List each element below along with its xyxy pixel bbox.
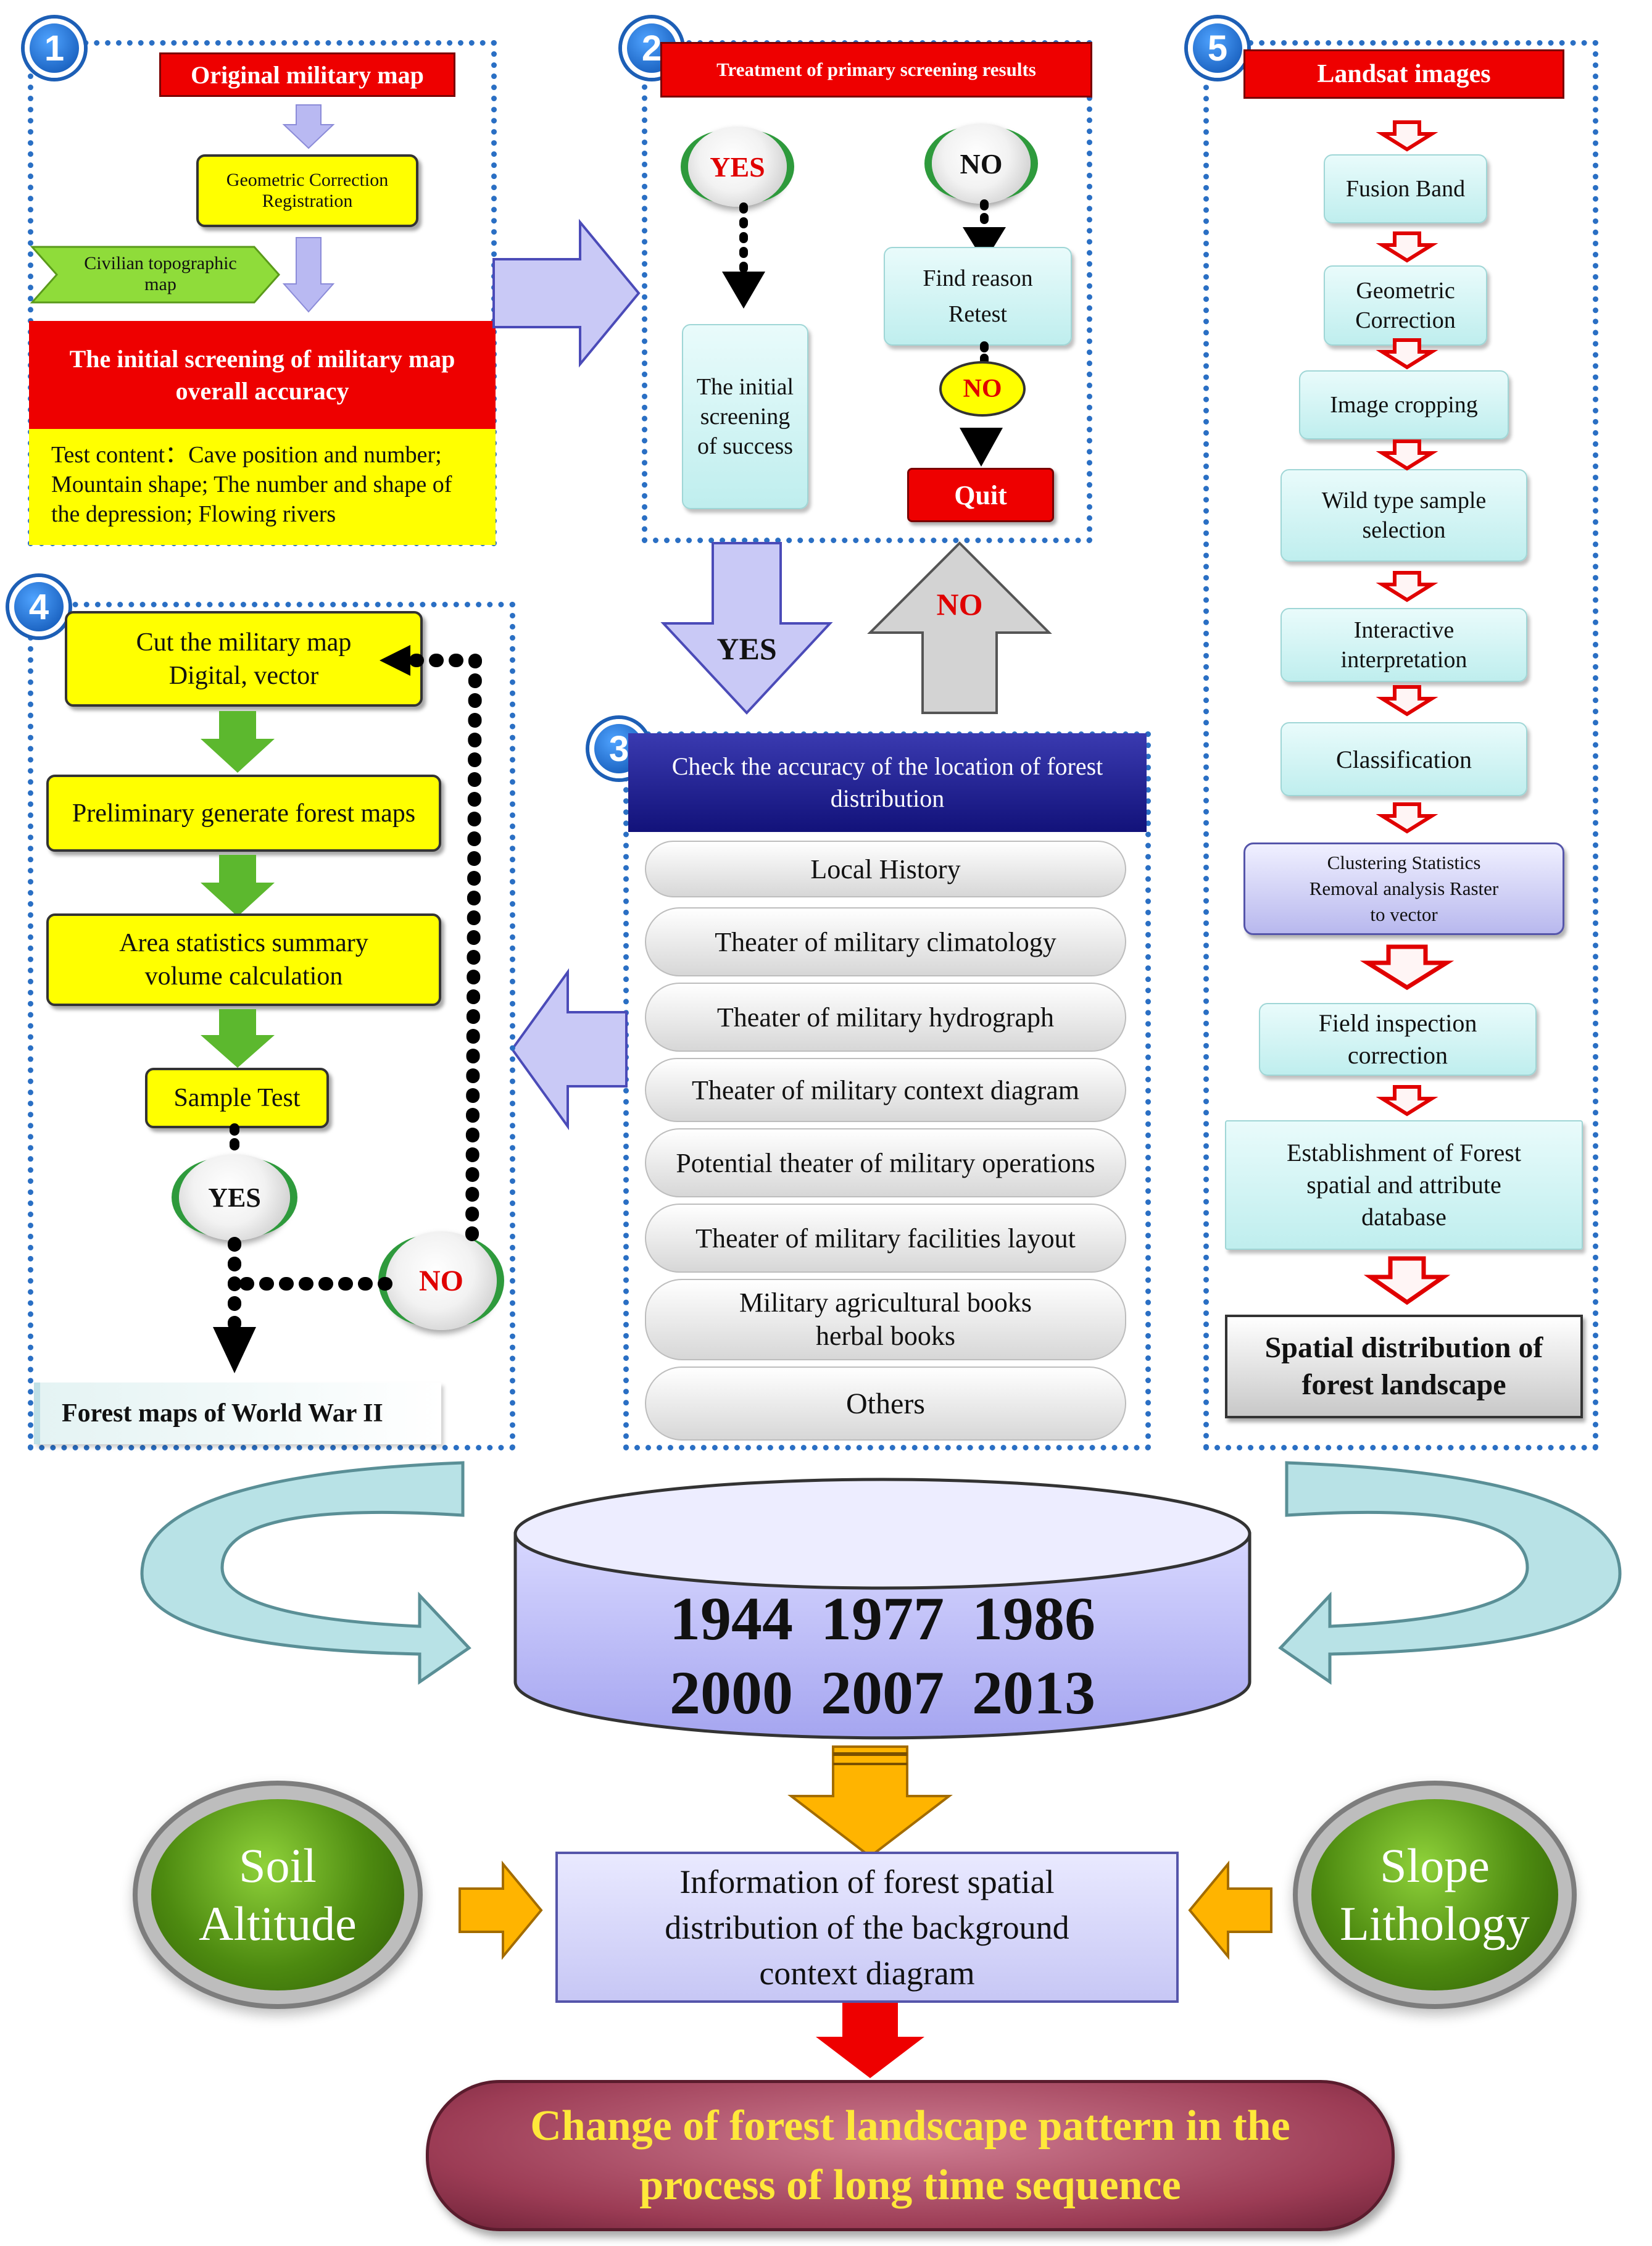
geometric-correction-registration-box: Geometric Correction Registration	[196, 154, 418, 227]
altitude-label: Altitude	[199, 1897, 357, 1950]
civilian-topographic-map-label: Civilian topographic map	[84, 253, 237, 294]
lithology-label: Lithology	[1340, 1897, 1530, 1950]
red-down-arrow-icon	[1376, 1085, 1438, 1117]
no-feedback-dotted-path-icon	[213, 645, 483, 1373]
source-item-books: Military agricultural books herbal books	[645, 1279, 1126, 1360]
down-arrow-icon	[282, 237, 335, 313]
step-establishment-database: Establishment of Forest spatial and attr…	[1225, 1120, 1583, 1250]
green-down-arrow-icon	[201, 1009, 275, 1068]
forest-maps-ww2-box: Forest maps of World War II	[34, 1383, 441, 1444]
source-item-others: Others	[645, 1366, 1126, 1441]
no-decision-ball: NO	[932, 123, 1031, 204]
green-down-arrow-icon	[201, 711, 275, 773]
green-down-arrow-icon	[201, 855, 275, 917]
sample-test-box: Sample Test	[145, 1068, 329, 1128]
down-arrow-icon	[960, 428, 1003, 467]
dotted-arrow-icon	[963, 199, 1006, 262]
red-down-arrow-icon	[1376, 338, 1438, 370]
panel-4-forest-maps	[28, 602, 515, 1450]
final-result-box: Change of forest landscape pattern in th…	[426, 2080, 1395, 2231]
dotted-arrow-icon	[722, 202, 765, 309]
slope-label: Slope	[1380, 1839, 1490, 1893]
test-content-box: Test content：Cave position and number; M…	[29, 429, 496, 545]
area-statistics-box: Area statistics summary volume calculati…	[46, 913, 441, 1006]
source-item-hydrograph: Theater of military hydrograph	[645, 983, 1126, 1052]
red-down-arrow-icon	[1376, 802, 1438, 834]
civilian-map-arrow-icon	[30, 246, 281, 304]
initial-screening-success-box: The initial screening of success	[682, 324, 808, 509]
initial-screening-box: The initial screening of military map ov…	[29, 321, 496, 429]
find-reason-retest-box: Find reason Retest	[884, 247, 1072, 346]
red-down-arrow-icon	[1376, 231, 1438, 263]
arrow-panel3-to-panel4-icon	[510, 968, 628, 1131]
step-interactive-interpretation: Interactive interpretation	[1281, 608, 1527, 682]
source-item-local-history: Local History	[645, 841, 1126, 897]
sample-no-ball: NO	[386, 1231, 497, 1330]
sample-yes-ball: YES	[179, 1154, 290, 1241]
curved-arrow-left-icon	[140, 1461, 471, 1685]
orange-down-arrow-icon	[787, 1745, 953, 1858]
orange-left-arrow-icon	[1188, 1860, 1272, 1960]
step-badge-5: 5	[1188, 19, 1247, 78]
source-item-climatology: Theater of military climatology	[645, 907, 1126, 976]
original-military-map-title: Original military map	[159, 52, 455, 97]
soil-label: Soil	[239, 1839, 317, 1893]
step-field-inspection: Field inspection correction	[1259, 1003, 1537, 1076]
arrow-panel1-to-panel2-icon	[492, 218, 641, 368]
information-background-box: Information of forest spatial distributi…	[555, 1852, 1179, 2003]
step-badge-1: 1	[25, 19, 84, 78]
red-down-arrow-icon	[1363, 1256, 1451, 1305]
step-wild-type-sample: Wild type sample selection	[1281, 469, 1527, 562]
spatial-distribution-final-box: Spatial distribution of forest landscape	[1225, 1315, 1583, 1418]
quit-box: Quit	[907, 468, 1054, 522]
no-arrow-label: NO	[936, 587, 983, 622]
yes-decision-ball: YES	[688, 127, 787, 207]
soil-altitude-ball: Soil Altitude	[151, 1799, 404, 1990]
red-down-arrow-icon	[1376, 120, 1438, 152]
red-down-arrow-icon	[1359, 944, 1455, 991]
database-years-row-1: 1944 1977 1986	[670, 1584, 1095, 1653]
step-fusion-band: Fusion Band	[1324, 154, 1487, 223]
treatment-title: Treatment of primary screening results	[660, 42, 1092, 98]
no-up-arrow-icon	[867, 541, 1052, 714]
source-item-facilities-layout: Theater of military facilities layout	[645, 1204, 1126, 1273]
database-years-row-2: 2000 2007 2013	[670, 1658, 1095, 1727]
preliminary-forest-maps-box: Preliminary generate forest maps	[46, 775, 441, 852]
source-item-potential-operations: Potential theater of military operations	[645, 1128, 1126, 1197]
dotted-line-icon	[230, 1123, 239, 1158]
landsat-images-title: Landsat images	[1243, 49, 1564, 99]
orange-right-arrow-icon	[459, 1860, 543, 1960]
yes-down-arrow-icon	[660, 542, 833, 715]
step-geometric-correction: Geometric Correction	[1324, 265, 1487, 346]
step-image-cropping: Image cropping	[1299, 370, 1509, 439]
curved-arrow-right-icon	[1278, 1461, 1622, 1685]
step-classification: Classification	[1281, 722, 1527, 796]
yes-arrow-label: YES	[716, 631, 777, 666]
red-down-arrow-icon	[1376, 439, 1438, 471]
source-item-context-diagram: Theater of military context diagram	[645, 1058, 1126, 1122]
slope-lithology-ball: Slope Lithology	[1311, 1799, 1558, 1990]
no-oval: NO	[939, 361, 1026, 417]
panel-5-landsat	[1203, 40, 1598, 1450]
database-cylinder-icon	[513, 1478, 1251, 1740]
red-down-arrow-icon	[1376, 685, 1438, 717]
step-clustering-statistics: Clustering Statistics Removal analysis R…	[1243, 842, 1564, 935]
check-accuracy-title: Check the accuracy of the location of fo…	[628, 733, 1147, 832]
down-arrow-icon	[282, 104, 335, 149]
red-down-arrow-icon	[1376, 571, 1438, 602]
red-down-arrow-icon	[816, 2003, 924, 2078]
step-badge-4: 4	[9, 577, 68, 636]
